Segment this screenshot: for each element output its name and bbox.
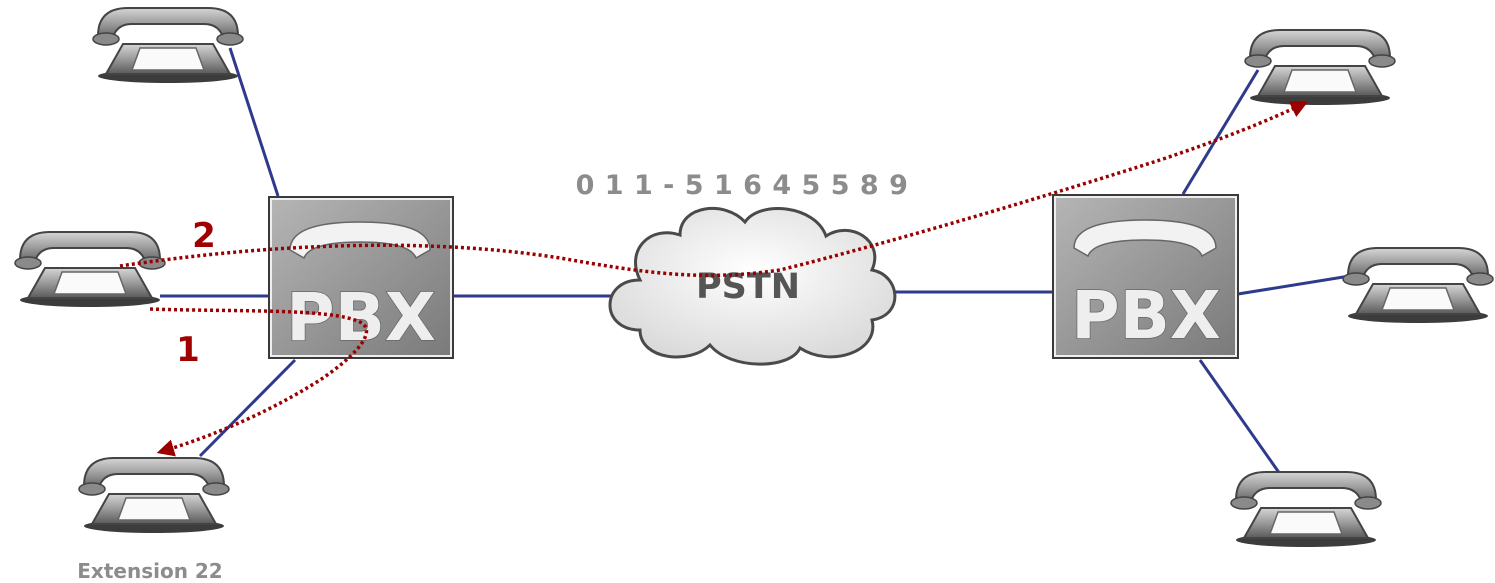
link-phone-mid-right [1237,272,1363,296]
pbx-right-label: PBX [1071,277,1221,354]
pbx-left-label: PBX [286,279,436,356]
telephone-icon [78,457,230,534]
telephone-icon [92,7,244,84]
telephone-icon [1342,247,1494,324]
dialed-number-label: 0 1 1 - 5 1 6 4 5 5 8 9 [576,170,909,201]
telephone-icon [1230,471,1382,548]
route-2-external-call [119,101,1309,278]
route-step-1-label: 1 [176,330,200,370]
link-phone-bottom-right [1198,359,1282,475]
cloud-icon: PSTN [608,207,897,366]
link-phone-top-left [228,47,280,197]
route-step-2-label: 2 [192,216,216,256]
link-phone-top-right [1181,69,1260,195]
route-1-internal-call [149,307,369,457]
extension-label: Extension 22 [77,559,222,583]
telephone-icon [1244,29,1396,106]
pbx-switch-icon: PBX [268,196,454,359]
link-phone-bottom-left [198,358,297,458]
pbx-switch-icon: PBX [1052,194,1239,359]
telephone-icon [14,231,166,308]
